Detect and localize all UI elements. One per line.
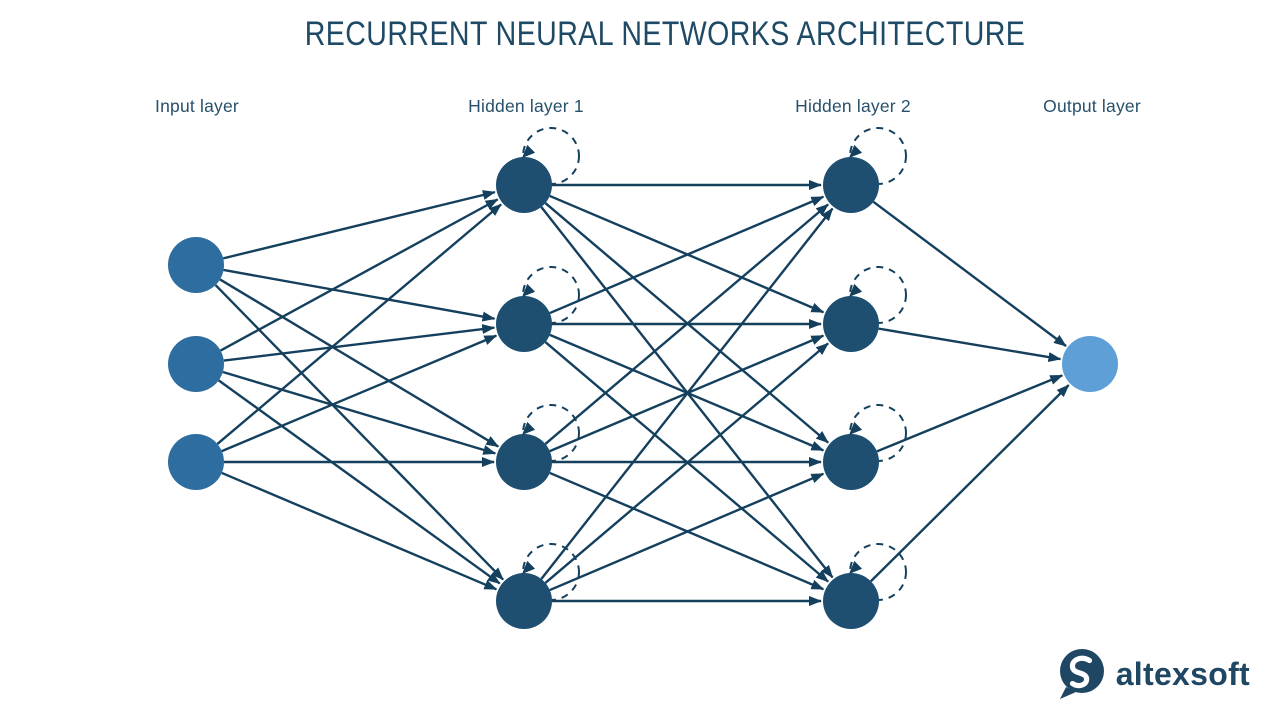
self-loop-arrowhead: [522, 421, 536, 435]
page-title: RECURRENT NEURAL NETWORKS ARCHITECTURE: [304, 15, 1026, 53]
self-loop-arrowhead: [849, 421, 863, 435]
neuron-node: [496, 157, 552, 213]
connection-edge: [878, 327, 1062, 362]
connection-edge: [221, 471, 498, 591]
connection-edge: [876, 374, 1064, 453]
neuron-node: [168, 336, 224, 392]
neuron-node: [1062, 336, 1118, 392]
connection-edge: [216, 203, 502, 445]
neuron-node: [496, 296, 552, 352]
connection-edge: [214, 284, 504, 581]
connection-edge: [549, 472, 825, 592]
neuron-node: [823, 434, 879, 490]
connection-edge: [544, 203, 829, 445]
connection-edge: [223, 268, 496, 322]
self-loop-arrowhead: [522, 560, 536, 574]
neuron-node: [823, 296, 879, 352]
connection-edge: [219, 278, 500, 448]
self-loop-arrowhead: [849, 560, 863, 574]
altexsoft-logo: altexsoft: [1058, 647, 1250, 700]
layer-label-input: Input layer: [155, 96, 239, 116]
neuron-node: [496, 434, 552, 490]
connection-edge: [223, 324, 496, 362]
self-loop-arrowhead: [522, 144, 536, 158]
neuron-node: [168, 237, 224, 293]
connection-edge: [221, 334, 498, 453]
connection-edge: [217, 379, 501, 585]
altexsoft-logo-text: altexsoft: [1115, 655, 1250, 692]
connection-edge: [870, 384, 1070, 583]
connection-edge: [220, 198, 499, 352]
neuron-node: [823, 157, 879, 213]
self-loop-arrowhead: [849, 283, 863, 297]
connection-edge: [872, 200, 1067, 347]
layer-label-hidden-2: Hidden layer 2: [795, 96, 911, 116]
connection-edge: [549, 195, 825, 315]
connection-edge: [222, 370, 497, 455]
neuron-node: [823, 573, 879, 629]
layer-label-hidden-1: Hidden layer 1: [468, 96, 584, 116]
connection-edge: [544, 342, 829, 584]
neuron-node: [496, 573, 552, 629]
self-loop-arrowhead: [849, 144, 863, 158]
connection-edge: [540, 207, 834, 580]
neuron-node: [168, 434, 224, 490]
self-loop-arrowhead: [522, 283, 536, 297]
altexsoft-logo-mark-icon: [1059, 649, 1104, 699]
layer-label-output: Output layer: [1043, 96, 1141, 116]
connection-edge: [222, 190, 496, 260]
